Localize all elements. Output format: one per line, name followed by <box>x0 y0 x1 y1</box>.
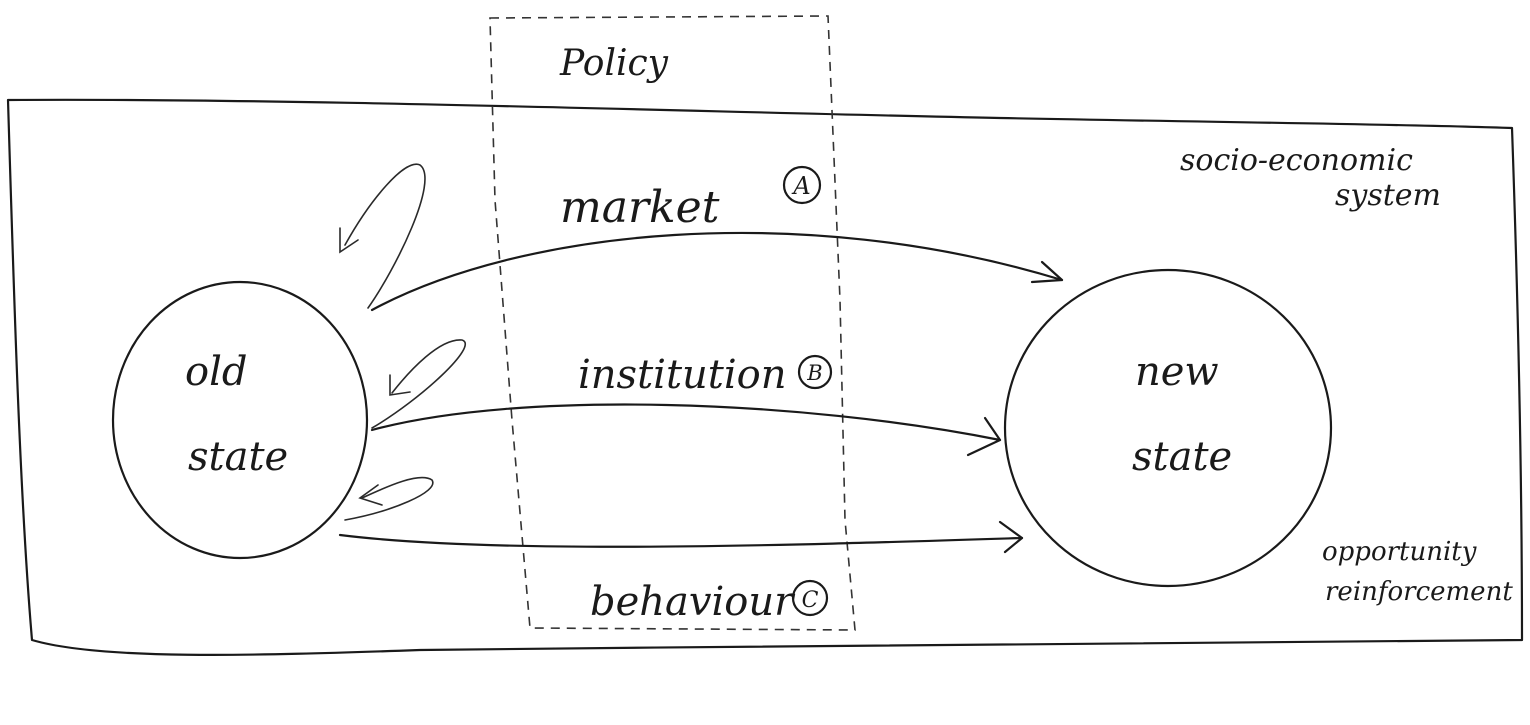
badge-c-circle <box>791 579 829 617</box>
system-boundary <box>6 98 1524 656</box>
feedback-loop-2 <box>371 339 466 429</box>
badge-c: C <box>802 588 819 613</box>
old-state-label-1: old <box>185 349 247 395</box>
badge-a: A <box>791 172 810 200</box>
institution-arrow <box>370 403 1002 442</box>
feedback-label-1: opportunity <box>1322 537 1477 567</box>
behaviour-arrow <box>338 533 1024 548</box>
institution-arrowhead <box>966 416 1002 457</box>
system-label-1: socio-economic <box>1180 143 1413 178</box>
institution-label: institution <box>578 352 787 398</box>
feedback-loop-2-head <box>389 374 411 396</box>
system-label-2: system <box>1335 178 1441 213</box>
behaviour-arrowhead <box>998 520 1024 554</box>
feedback-loop-3 <box>344 476 434 521</box>
policy-label: Policy <box>559 43 669 84</box>
badge-b: B <box>806 361 822 385</box>
old-state-circle <box>111 280 369 560</box>
badge-a-circle <box>782 165 822 205</box>
market-label: market <box>560 182 720 233</box>
new-state-label-2: state <box>1132 434 1232 480</box>
policy-boundary <box>489 15 856 631</box>
market-arrow <box>370 231 1064 312</box>
market-arrowhead <box>1030 260 1064 284</box>
badge-b-circle <box>797 354 833 390</box>
feedback-loop-3-head <box>358 484 383 506</box>
old-state-label-2: state <box>188 434 288 480</box>
behaviour-label: behaviour <box>590 579 796 625</box>
feedback-loop-1 <box>344 163 426 309</box>
feedback-loop-1-head <box>339 227 359 254</box>
new-state-label-1: new <box>1135 349 1219 395</box>
new-state-circle <box>1003 268 1333 588</box>
feedback-label-2: reinforcement <box>1325 577 1513 607</box>
